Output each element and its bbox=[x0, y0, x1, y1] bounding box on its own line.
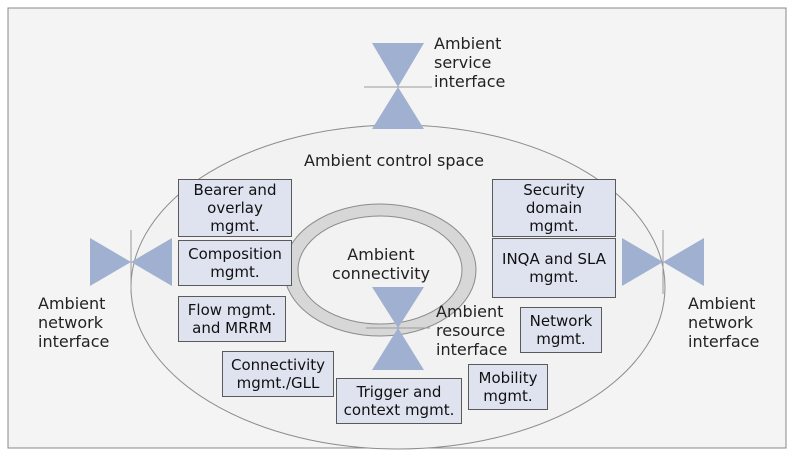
trigger-context-mgmt-box: Trigger and context mgmt. bbox=[336, 378, 462, 424]
ambient-network-interface-left-label: Ambient network interface bbox=[38, 294, 110, 351]
connectivity-gll-box: Connectivity mgmt./GLL bbox=[222, 351, 334, 397]
resource-interface-lower-half bbox=[372, 328, 424, 370]
service-interface-icon bbox=[364, 43, 432, 129]
network-interface-left-inner-half bbox=[131, 238, 172, 286]
mobility-mgmt-box: Mobility mgmt. bbox=[468, 364, 548, 410]
ambient-connectivity-core bbox=[297, 215, 463, 325]
security-domain-mgmt-box: Security domain mgmt. bbox=[492, 179, 616, 237]
ambient-connectivity-label: Ambient connectivity bbox=[332, 245, 430, 283]
flow-mrrm-box: Flow mgmt. and MRRM bbox=[178, 296, 286, 342]
network-interface-right-icon bbox=[622, 230, 704, 294]
ambient-control-space-label: Ambient control space bbox=[304, 151, 484, 170]
service-interface-lower-half bbox=[372, 87, 424, 129]
ambient-network-interface-right-label: Ambient network interface bbox=[688, 294, 760, 351]
resource-interface-upper-half bbox=[372, 287, 424, 328]
network-interface-right-outer-half bbox=[663, 238, 704, 286]
network-interface-left-outer-half bbox=[90, 238, 131, 286]
network-interface-left-icon bbox=[90, 230, 172, 294]
resource-interface-icon bbox=[366, 287, 430, 370]
network-mgmt-box: Network mgmt. bbox=[520, 307, 602, 353]
network-interface-right-inner-half bbox=[622, 238, 663, 286]
service-interface-upper-half bbox=[372, 43, 424, 87]
bearer-overlay-mgmt-box: Bearer and overlay mgmt. bbox=[178, 179, 292, 237]
ambient-service-interface-label: Ambient service interface bbox=[434, 34, 506, 91]
ambient-resource-interface-label: Ambient resource interface bbox=[436, 302, 508, 359]
composition-mgmt-box: Composition mgmt. bbox=[178, 240, 292, 286]
inqa-sla-mgmt-box: INQA and SLA mgmt. bbox=[492, 238, 616, 298]
